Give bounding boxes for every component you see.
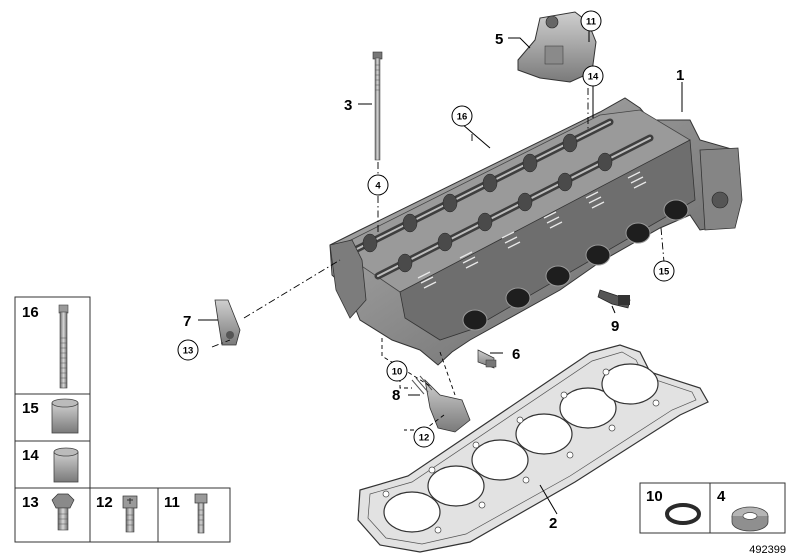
callout-16: 16 [457,112,468,123]
hex-bolt-part-icon [51,493,75,531]
part-gasket-2 [357,344,709,553]
circle-callout-13 [177,339,199,361]
diagram-reference-number: 492399 [749,544,786,556]
legend-label-16: 16 [22,304,39,321]
circle-callout-11 [580,10,602,32]
callout-14: 14 [588,72,599,83]
washer-part-icon [731,506,769,532]
callout-5: 5 [495,31,503,48]
part-actuator-8 [411,375,471,433]
callout-6: 6 [512,346,520,363]
callout-2: 2 [549,515,557,532]
leader-lines [198,31,683,515]
callout-1: 1 [676,67,684,84]
legend-label-4: 4 [717,488,726,505]
circle-callout-10 [386,360,408,382]
socket-bolt-part-icon [122,495,138,533]
torx-screw-part-icon [194,493,208,534]
callout-10: 10 [392,367,403,378]
legend-label-14: 14 [22,447,39,464]
legend-label-11: 11 [164,494,180,511]
legend-label-10: 10 [646,488,663,505]
circle-callout-12 [413,426,435,448]
cylinder-head [329,97,743,366]
part-bolt-3 [372,51,383,161]
callout-13: 13 [183,346,194,357]
part-holder-7 [214,299,241,346]
callout-3: 3 [344,97,352,114]
stud-part-icon [58,304,69,389]
legend-cell-13 [14,487,91,543]
parts-legend-left: 16 15 14 13 12 11 [14,296,231,543]
legend-label-13: 13 [22,494,39,511]
legend-cell-11 [157,487,231,543]
sleeve-part-icon [51,398,79,434]
legend-label-12: 12 [96,494,113,511]
part-sensor-9 [597,289,631,309]
parts-legend-right: 10 4 [639,482,786,534]
legend-label-15: 15 [22,400,39,417]
part-bracket-5 [517,11,597,83]
legend-cell-16 [14,296,91,395]
callout-9: 9 [611,318,619,335]
o-ring-part-icon [665,503,701,525]
circle-callout-4 [367,174,389,196]
callout-12: 12 [419,433,430,444]
part-plug-6 [477,349,497,369]
callout-11: 11 [586,17,597,28]
circle-callout-15 [653,260,675,282]
callout-7: 7 [183,313,191,330]
circle-callout-16 [451,105,473,127]
callout-4: 4 [375,181,381,192]
legend-cell-10 [639,482,711,534]
callouts: 1 2 3 5 6 7 8 9 4 10 11 12 13 14 15 16 [177,10,684,532]
callout-15: 15 [659,267,670,278]
circle-callout-14 [582,65,604,87]
sleeve-small-part-icon [53,447,79,483]
callout-8: 8 [392,387,400,404]
